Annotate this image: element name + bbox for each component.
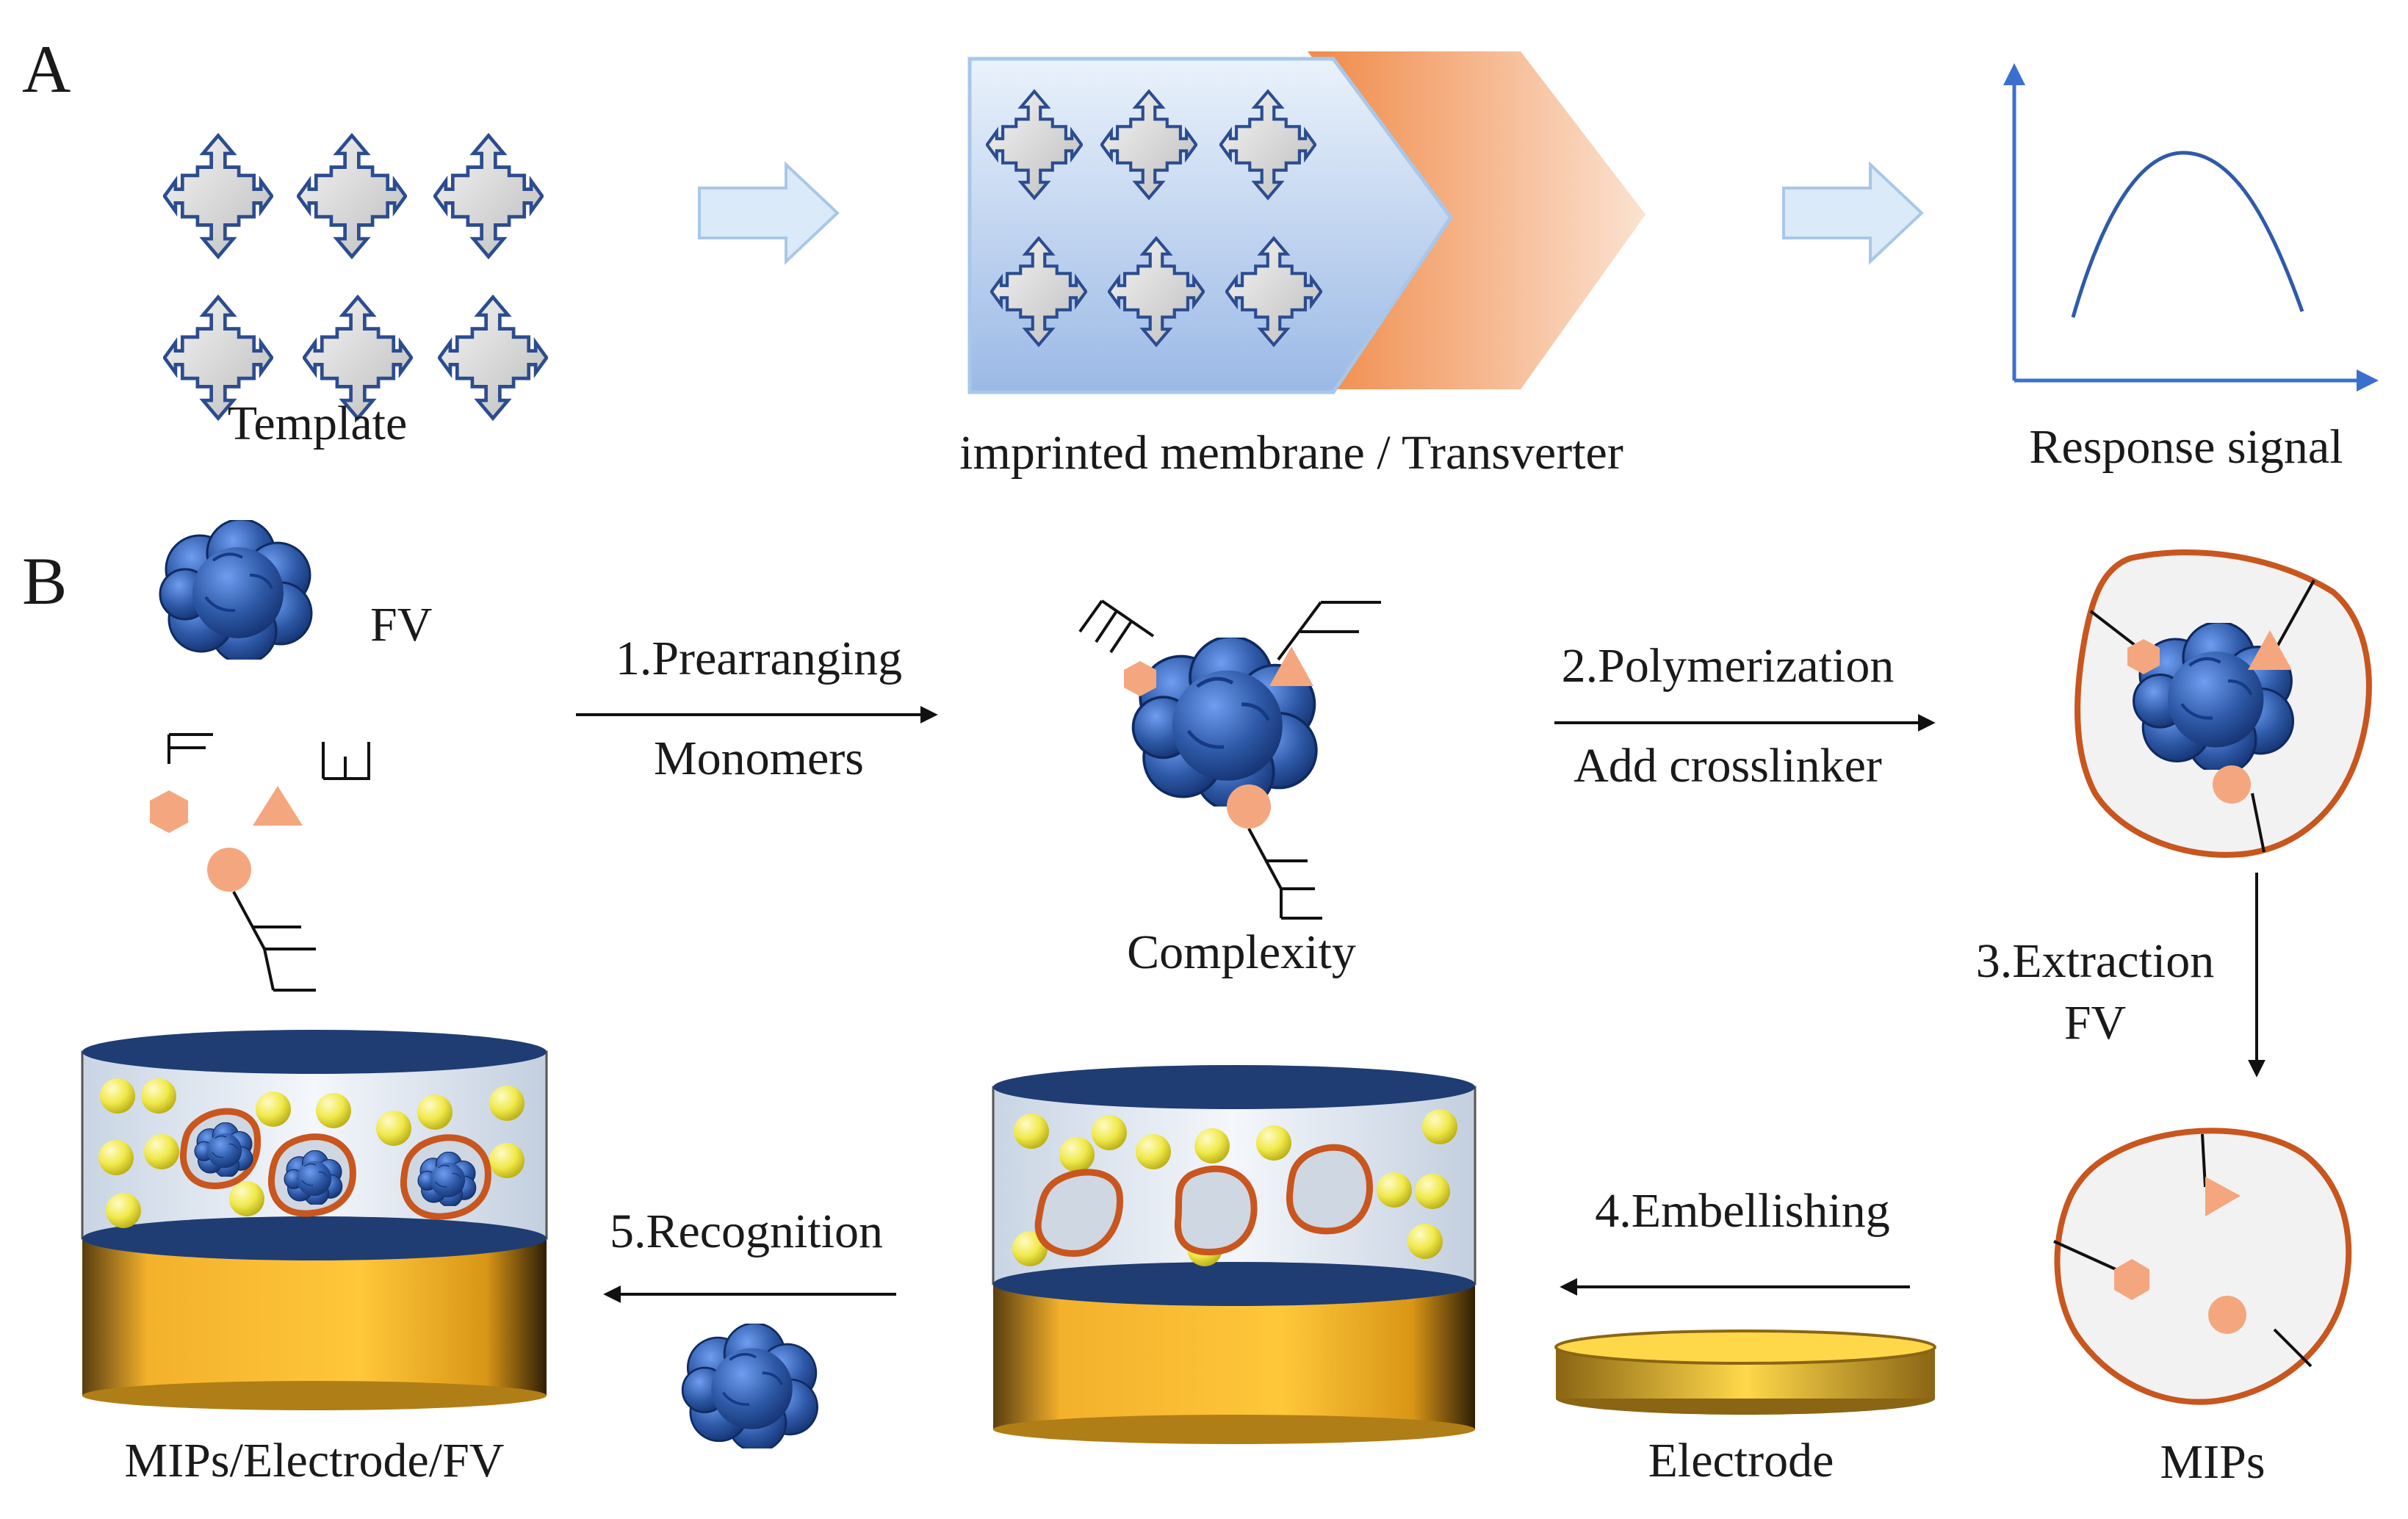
hexagon-monomer-icon (2114, 1259, 2149, 1300)
process-arrow-icon (698, 161, 840, 265)
template-molecules (165, 136, 547, 419)
step1-title: 1.Prearranging (616, 632, 902, 685)
fv-particle-icon (159, 520, 313, 660)
polymer-with-fv (2074, 549, 2372, 858)
step3-subtitle: FV (2064, 996, 2126, 1050)
mips-label: MIPs (2160, 1435, 2265, 1489)
circle-monomer-icon (1227, 784, 1271, 829)
step2-subtitle: Add crosslinker (1574, 739, 1882, 793)
circle-monomer-icon (2208, 1296, 2246, 1334)
membrane-label: imprinted membrane / Transverter (959, 426, 1623, 480)
fv-label: FV (370, 598, 432, 652)
template-molecule-icon (298, 136, 405, 257)
step1-subtitle: Monomers (654, 732, 864, 785)
process-arrow-icon (1782, 161, 1924, 265)
panel-a-letter: A (22, 32, 71, 107)
free-monomers (150, 733, 370, 992)
signal-label: Response signal (2029, 420, 2343, 474)
bead-cluster (98, 1078, 525, 1228)
imprinted-membrane (967, 57, 1454, 394)
triangle-monomer-icon (2205, 1177, 2241, 1216)
hexagon-monomer-icon (1124, 661, 1156, 696)
hexagon-monomer-icon (2127, 639, 2160, 674)
bare-electrode (1554, 1329, 1936, 1415)
triangle-monomer-icon (1269, 646, 1313, 686)
step3-title: 3.Extraction (1976, 934, 2214, 988)
triangle-monomer-icon (253, 786, 303, 826)
step5-title: 5.Recognition (610, 1205, 883, 1258)
response-signal-graph (2003, 63, 2379, 392)
template-molecule-icon (165, 136, 272, 257)
template-molecule-icon (439, 297, 547, 419)
circle-monomer-icon (207, 848, 251, 892)
final-label: MIPs/Electrode/FV (125, 1434, 505, 1487)
bead-cluster (1012, 1109, 1457, 1266)
electrode-label: Electrode (1648, 1434, 1834, 1487)
circle-monomer-icon (2213, 765, 2251, 804)
hexagon-monomer-icon (150, 790, 188, 833)
triangle-monomer-icon (2248, 630, 2292, 670)
complex-assembly (1078, 599, 1381, 920)
mips-particle (2053, 1127, 2352, 1405)
fv-particle-icon (681, 1324, 819, 1448)
step4-title: 4.Embellishing (1595, 1184, 1889, 1238)
panel-b-letter: B (22, 544, 67, 618)
mips-electrode (992, 1065, 1477, 1444)
signal-peak-curve (2071, 151, 2304, 318)
template-label: Template (228, 397, 408, 450)
empty-cavities (1034, 1144, 1373, 1257)
template-molecule-icon (435, 136, 542, 257)
step2-title: 2.Polymerization (1562, 639, 1895, 693)
complex-label: Complexity (1127, 926, 1356, 979)
final-electrode-with-fv (81, 1030, 548, 1410)
